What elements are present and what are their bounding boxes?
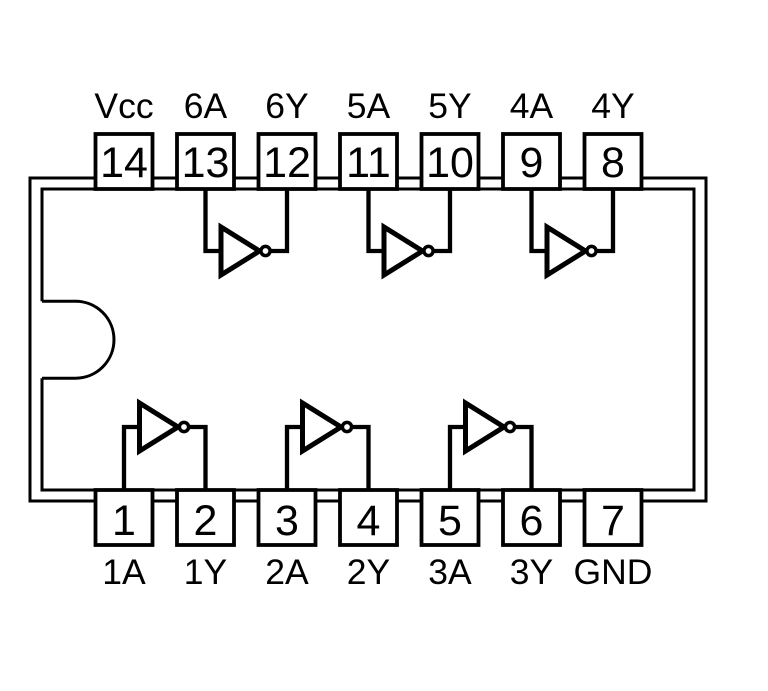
pin-number: 14 [100, 139, 148, 187]
pin-6: 63Y [501, 488, 562, 592]
pin-14: 14 Vcc [93, 86, 155, 191]
pin-number: 13 [182, 139, 230, 187]
inverter-triangle-icon [463, 398, 509, 456]
pin-2: 21Y [175, 488, 236, 592]
pin-4: 42Y [338, 488, 399, 592]
pin-3: 32A [256, 488, 318, 592]
inverter-triangle-icon [137, 398, 183, 456]
inversion-bubble-icon [503, 420, 517, 434]
pin-box [582, 132, 644, 191]
pin-label: 6Y [265, 86, 308, 126]
pin-number: 11 [346, 139, 391, 187]
inverter-triangle-icon [544, 222, 591, 280]
pin-1: 11A [93, 488, 155, 592]
pin-number: 10 [426, 139, 474, 187]
orientation-notch-icon [42, 299, 116, 380]
pin-box [175, 488, 236, 547]
gate-output-wire [184, 424, 208, 490]
inverter-gate-5-6 [447, 398, 534, 490]
pin-box [338, 132, 399, 191]
inversion-bubble-icon [585, 244, 598, 258]
chip-inner-outline [40, 187, 696, 492]
pin-label: 1A [102, 552, 146, 592]
inversion-bubble-icon [177, 420, 191, 434]
pin-label: 4Y [591, 86, 634, 126]
pin-label: 6A [184, 86, 228, 126]
pin-label: 5A [347, 86, 391, 126]
pin-box [256, 132, 318, 191]
pin-label: 1Y [184, 552, 227, 592]
pin-box [175, 132, 236, 191]
gate-output-wire [265, 189, 290, 254]
inversion-bubble-icon [422, 244, 435, 258]
inversion-bubble-icon [340, 420, 354, 434]
gate-output-wire [428, 189, 453, 254]
pin-5: 53A [419, 488, 481, 592]
pin-box [419, 488, 481, 547]
pin-label: 3Y [510, 552, 553, 592]
gate-output-wire [347, 424, 371, 490]
pin-label: 4A [510, 86, 554, 126]
pin-number: 12 [263, 139, 311, 187]
pin-number: 9 [520, 139, 544, 187]
inverter-gate-11-10 [366, 189, 453, 280]
inverter-triangle-icon [300, 398, 346, 456]
pin-box [93, 132, 155, 191]
pin-number: 2 [194, 497, 218, 545]
pin-number: 6 [520, 497, 544, 545]
pin-box [501, 488, 562, 547]
pin-box [501, 132, 562, 191]
pin-number: 3 [275, 497, 299, 545]
pin-number: 8 [601, 139, 625, 187]
gate-output-wire [591, 189, 616, 254]
inverter-gate-13-12 [203, 189, 290, 280]
inverter-gate-9-8 [529, 189, 616, 280]
inverter-triangle-icon [381, 222, 428, 280]
pin-number: 1 [112, 497, 136, 545]
inverter-gate-3-4 [284, 398, 371, 490]
pin-number: 5 [438, 497, 462, 545]
pin-9: 94A [501, 86, 562, 191]
pin-number: 7 [601, 497, 625, 545]
pin-label: 5Y [428, 86, 471, 126]
inversion-bubble-icon [259, 244, 272, 258]
pin-box [582, 488, 644, 547]
pin-label: 3A [428, 552, 472, 592]
pin-box [256, 488, 318, 547]
pin-8: 84Y [582, 86, 644, 191]
inverter-gate-1-2 [121, 398, 208, 490]
gate-output-wire [510, 424, 534, 490]
inverter-triangle-icon [218, 222, 265, 280]
pin-number: 4 [357, 497, 381, 545]
pin-box [338, 488, 399, 547]
pin-box [93, 488, 155, 547]
pin-label: 2A [265, 552, 309, 592]
pin-box [419, 132, 481, 191]
pin-label: Vcc [94, 86, 153, 126]
pin-label: 2Y [347, 552, 390, 592]
pin-label: GND [574, 552, 653, 592]
